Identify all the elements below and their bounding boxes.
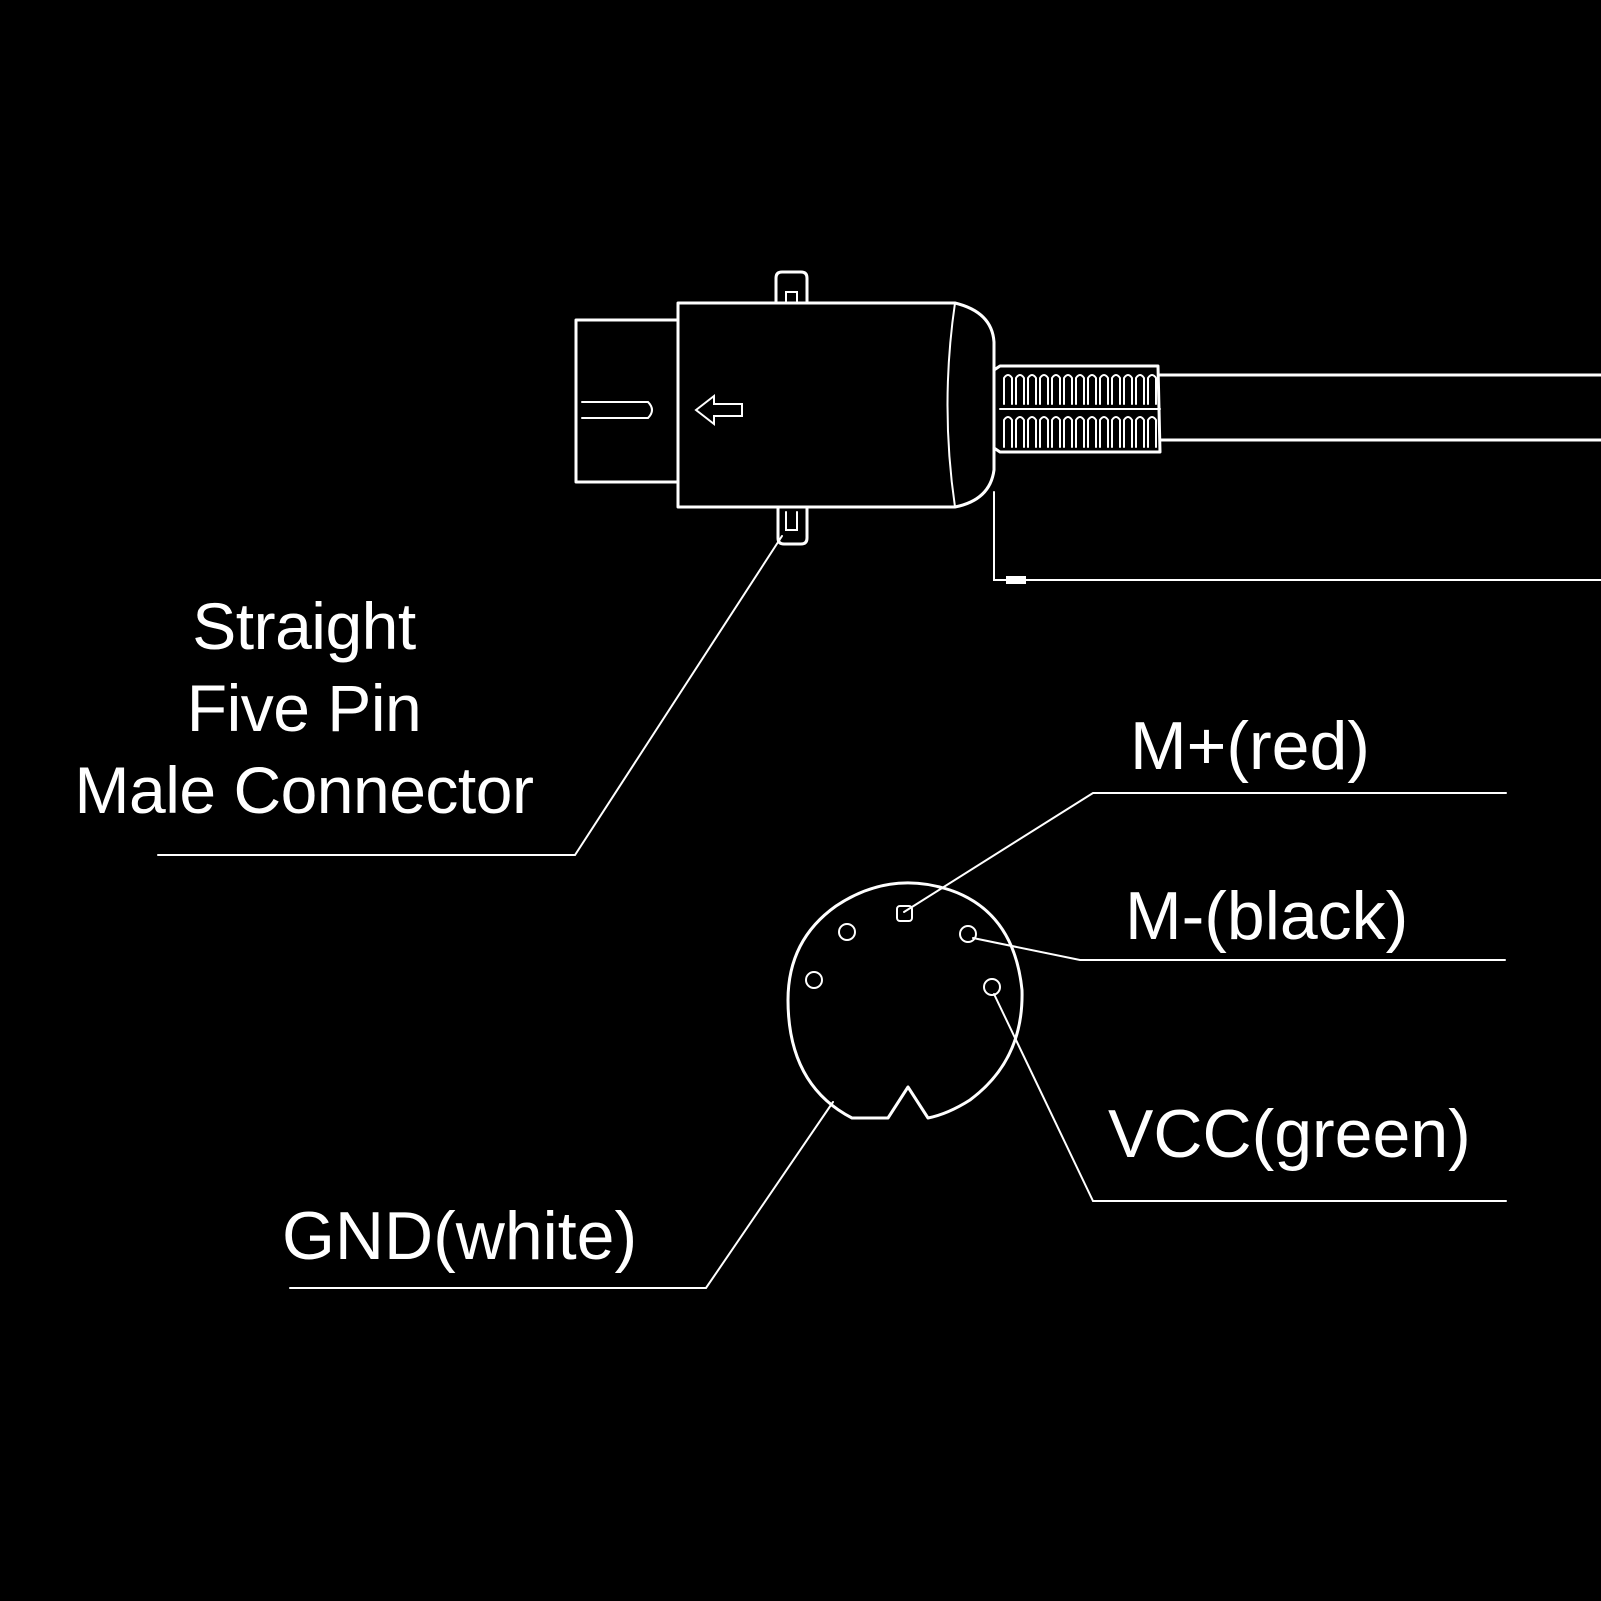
strain-relief-ridge bbox=[1123, 374, 1133, 405]
strain-relief-ridge bbox=[1075, 374, 1085, 405]
connector-top-tab bbox=[774, 270, 809, 305]
strain-relief-ridge bbox=[1039, 416, 1049, 448]
strain-relief-ridge bbox=[1147, 374, 1157, 405]
pin-m-minus bbox=[959, 925, 977, 943]
strain-relief-ridge bbox=[1147, 416, 1157, 448]
pin-2 bbox=[805, 971, 823, 989]
connector-body-inner-line bbox=[946, 302, 956, 508]
connector-title: Straight Five Pin Male Connector bbox=[30, 585, 578, 831]
strain-relief bbox=[992, 364, 1162, 454]
strain-relief-ridge bbox=[1123, 416, 1133, 448]
strain-relief-ridge bbox=[1135, 374, 1145, 405]
pin-face-view bbox=[786, 881, 1024, 1120]
connector-title-line-1: Straight bbox=[192, 589, 416, 663]
vcc-label: VCC(green) bbox=[1108, 1096, 1471, 1172]
strain-relief-ridge bbox=[1087, 374, 1097, 405]
m-plus-leader-line bbox=[903, 792, 1507, 913]
strain-relief-ridge bbox=[1003, 416, 1013, 448]
connector-body bbox=[676, 301, 996, 509]
m-minus-leader-line bbox=[972, 937, 1506, 961]
strain-relief-ridge bbox=[1051, 416, 1061, 448]
strain-relief-ridge bbox=[1015, 374, 1025, 405]
pin-face-outline bbox=[786, 881, 1024, 1120]
gnd-leader-line bbox=[289, 1101, 834, 1289]
connector-bottom-tab bbox=[776, 505, 809, 546]
strain-relief-ridge bbox=[1135, 416, 1145, 448]
strain-relief-ridge bbox=[1051, 374, 1061, 405]
dimension-tick bbox=[1006, 576, 1026, 584]
connector-key-slot bbox=[581, 401, 653, 419]
strain-relief-ridge bbox=[1087, 416, 1097, 448]
strain-relief-ridge bbox=[1027, 374, 1037, 405]
pin-1 bbox=[838, 923, 856, 941]
connector-side-view bbox=[574, 270, 1601, 584]
gnd-label: GND(white) bbox=[282, 1198, 638, 1274]
title-leader-line bbox=[157, 535, 783, 856]
direction-arrow-icon bbox=[694, 393, 743, 427]
strain-relief-ridge bbox=[1063, 374, 1073, 405]
pin-vcc bbox=[983, 978, 1001, 996]
strain-relief-ridge bbox=[1015, 416, 1025, 448]
strain-relief-ridge bbox=[1075, 416, 1085, 448]
strain-relief-ridge bbox=[1099, 416, 1109, 448]
connector-title-line-2: Five Pin bbox=[186, 671, 422, 745]
dimension-line bbox=[993, 491, 1601, 581]
strain-relief-ridge bbox=[1111, 416, 1121, 448]
connector-title-line-3: Male Connector bbox=[74, 753, 534, 827]
m-plus-label: M+(red) bbox=[1130, 708, 1370, 784]
strain-relief-ridge bbox=[1003, 374, 1013, 405]
connector-top-tab-inner bbox=[785, 291, 798, 304]
strain-relief-ridge bbox=[1039, 374, 1049, 405]
pin-m-plus bbox=[896, 905, 913, 922]
strain-relief-ridge bbox=[1099, 374, 1109, 405]
vcc-leader-line bbox=[993, 993, 1507, 1202]
m-minus-label: M-(black) bbox=[1125, 878, 1409, 954]
connector-bottom-tab-inner bbox=[785, 511, 798, 531]
strain-relief-ridge bbox=[1063, 416, 1073, 448]
strain-relief-ridge bbox=[1027, 416, 1037, 448]
strain-relief-ridge bbox=[1111, 374, 1121, 405]
